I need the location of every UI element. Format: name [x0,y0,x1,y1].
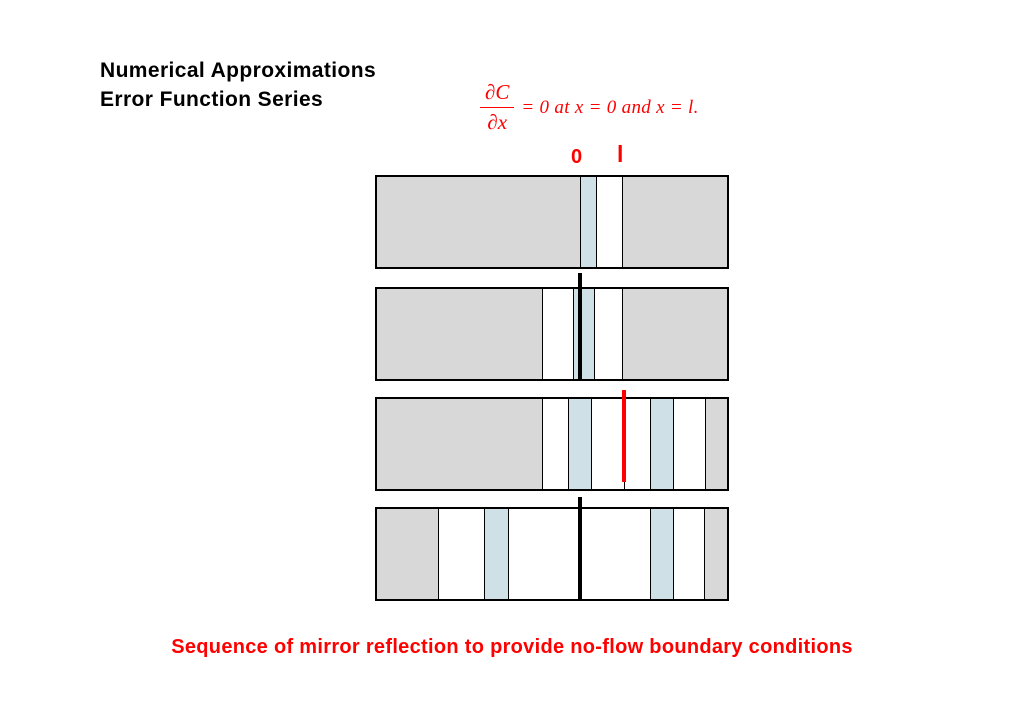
axis-label-zero: 0 [571,146,583,168]
gray-segment [705,399,727,489]
boundary-condition-formula: ∂C ∂x = 0 at x = 0 and x = l. [480,80,699,135]
blue-segment [573,289,594,379]
zero-mirror-line [578,497,582,599]
gray-segment [377,399,542,489]
white-segment [673,399,705,489]
white-segment [580,509,650,599]
white-segment [591,399,624,489]
gray-segment [704,509,727,599]
gray-segment [622,177,727,267]
white-segment [596,177,622,267]
gray-segment [377,509,438,599]
blue-segment [650,509,673,599]
blue-segment [484,509,508,599]
reflection-bar-4 [375,497,729,601]
l-mirror-line [622,390,626,482]
white-segment [508,509,580,599]
gray-segment [377,177,580,267]
slide-title: Numerical Approximations Error Function … [100,56,376,114]
fraction-denominator: ∂x [487,110,508,134]
gray-segment [377,289,542,379]
white-segment [438,509,484,599]
zero-mirror-line [578,273,582,379]
white-segment [542,399,568,489]
white-segment [624,399,650,489]
blue-segment [580,177,596,267]
title-line-1: Numerical Approximations [100,59,377,82]
blue-segment [650,399,673,489]
fraction-numerator: ∂C [480,80,515,108]
caption: Sequence of mirror reflection to provide… [171,636,853,658]
title-line-2: Error Function Series [100,88,324,111]
white-segment [594,289,622,379]
formula-rhs: = 0 at x = 0 and x = l. [521,96,699,118]
partial-derivative-fraction: ∂C ∂x [480,80,515,135]
white-segment [542,289,573,379]
reflection-bar-3 [375,390,729,491]
reflection-bar-1 [375,175,729,269]
blue-segment [568,399,591,489]
reflection-bar-2 [375,273,729,381]
white-segment [673,509,704,599]
gray-segment [622,289,727,379]
axis-label-l: l [617,141,624,167]
